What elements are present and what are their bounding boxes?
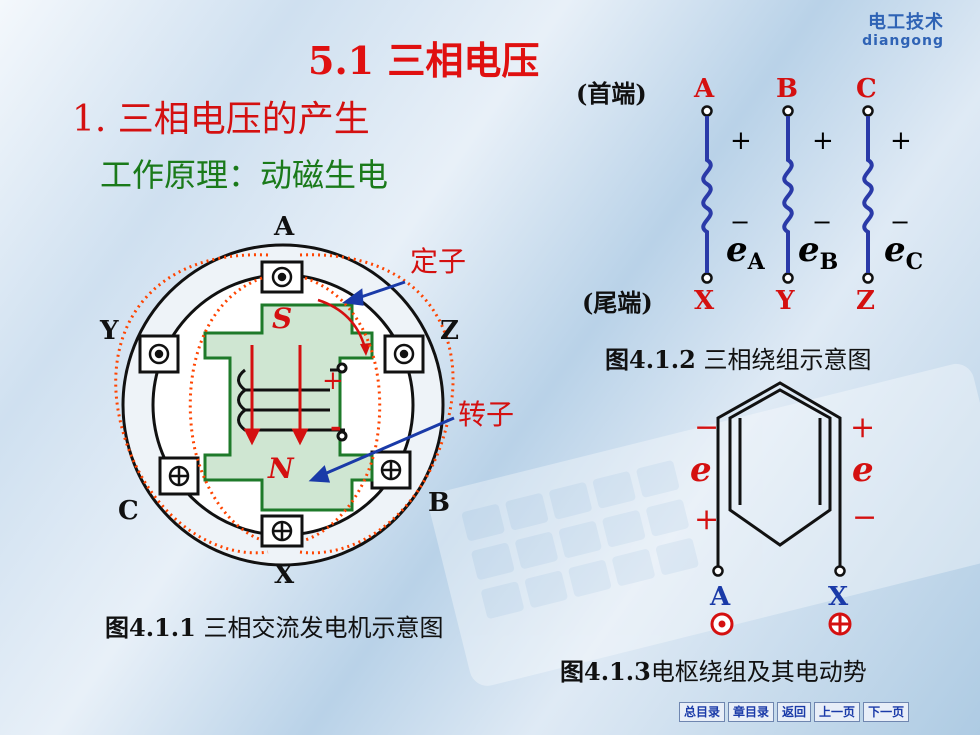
- emf-eB: eB: [798, 230, 839, 275]
- section-heading: 1. 三相电压的产生: [72, 99, 370, 140]
- winding-bottom-X: X: [694, 286, 715, 316]
- armature-label-X: X: [828, 582, 849, 612]
- armature-left-plus: +: [694, 502, 720, 537]
- winding-top-B: B: [776, 74, 798, 104]
- working-principle: 工作原理：动磁生电: [100, 156, 389, 194]
- winding-bottom-Y: Y: [776, 286, 795, 316]
- rotor-plus: +: [322, 366, 344, 396]
- gen-label-B: B: [428, 488, 450, 518]
- page-title: 5.1 三相电压: [308, 38, 540, 83]
- armature-emf-left: e: [690, 450, 712, 490]
- winding-bottom-Z: Z: [856, 286, 875, 316]
- rotor-coil: [237, 362, 348, 442]
- armature-right-plus: +: [850, 410, 876, 445]
- nav-next-page-button[interactable]: 下一页: [863, 702, 910, 722]
- winding-coils: [701, 116, 874, 273]
- caption-fig-4-1-2: 图4.1.2 三相绕组示意图: [605, 345, 872, 374]
- armature-emf-right: e: [852, 450, 874, 490]
- winding-minus-A: −: [730, 208, 751, 236]
- caption-fig-4-1-1: 图4.1.1 三相交流发电机示意图: [105, 613, 444, 642]
- nav-bar: 总目录 章目录 返回 上一页 下一页: [679, 702, 910, 722]
- winding-plus-C: +: [890, 126, 912, 156]
- pole-N: N: [268, 452, 294, 485]
- armature-winding: [716, 381, 842, 566]
- caption-fig-4-1-3: 图4.1.3电枢绕组及其电动势: [560, 657, 867, 686]
- stator-label: 定子: [410, 245, 467, 278]
- head-end-label: (首端): [576, 79, 647, 108]
- gen-label-Z: Z: [440, 316, 459, 346]
- brand-cn: 电工技术: [868, 12, 944, 33]
- gen-label-Y: Y: [100, 316, 119, 346]
- winding-top-A: A: [694, 74, 715, 104]
- gen-label-X: X: [274, 560, 295, 590]
- nav-chapter-contents-button[interactable]: 章目录: [728, 702, 775, 722]
- winding-minus-B: −: [812, 208, 833, 236]
- nav-back-button[interactable]: 返回: [777, 702, 812, 722]
- brand-logo: 电工技术 diangong: [862, 12, 944, 49]
- rotor-minus: -: [330, 410, 342, 443]
- emf-eC: eC: [884, 230, 924, 275]
- gen-label-A: A: [274, 212, 295, 242]
- armature-left-minus: −: [694, 410, 720, 445]
- gen-label-C: C: [118, 496, 139, 526]
- emf-eA: eA: [726, 230, 765, 275]
- pole-S: S: [272, 302, 293, 335]
- nav-prev-page-button[interactable]: 上一页: [814, 702, 861, 722]
- rotor-label: 转子: [458, 398, 515, 431]
- armature-terminals: [710, 612, 852, 636]
- armature-label-A: A: [710, 582, 731, 612]
- nav-main-contents-button[interactable]: 总目录: [679, 702, 726, 722]
- winding-minus-C: −: [890, 208, 911, 236]
- winding-top-C: C: [856, 74, 877, 104]
- armature-right-minus: −: [852, 500, 878, 535]
- winding-plus-A: +: [730, 126, 752, 156]
- tail-end-label: (尾端): [582, 288, 653, 317]
- winding-plus-B: +: [812, 126, 834, 156]
- brand-en: diangong: [862, 33, 944, 49]
